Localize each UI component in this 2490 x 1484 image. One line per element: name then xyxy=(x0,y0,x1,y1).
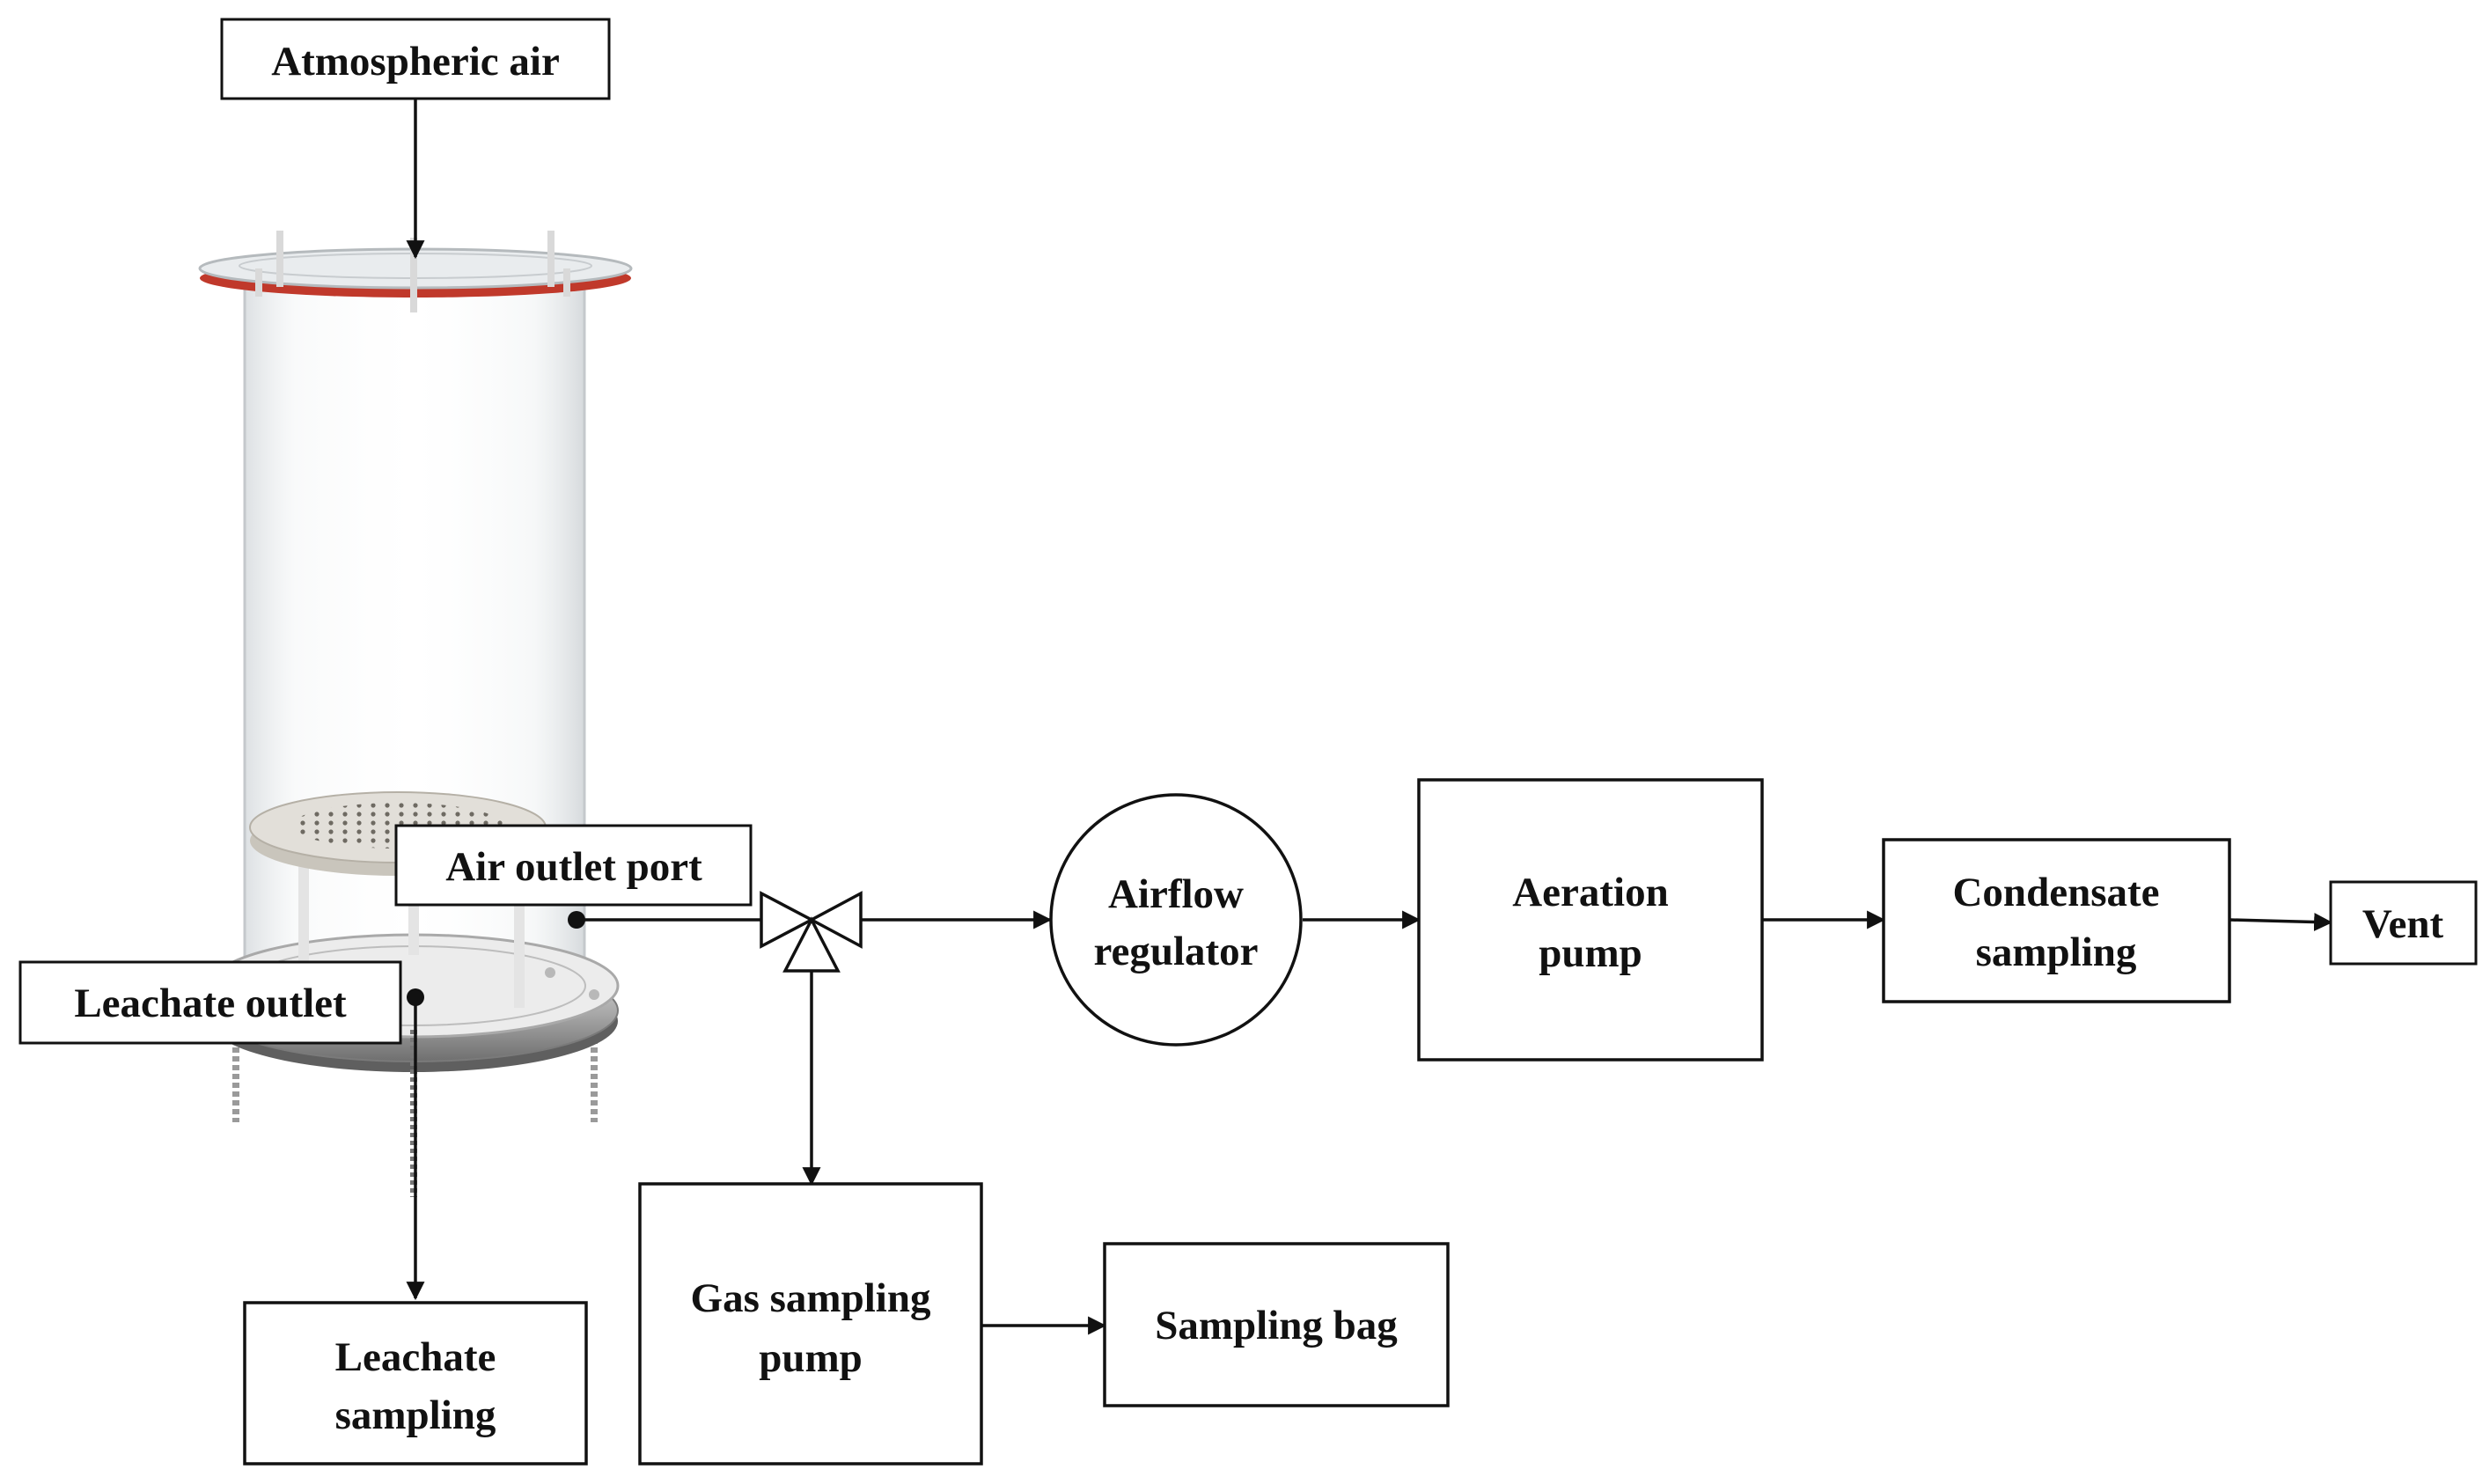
leachate-outlet-box: Leachate outlet xyxy=(18,960,402,1045)
connectors xyxy=(406,99,2333,1335)
sampling-bag-box: Sampling bag xyxy=(1103,1242,1450,1407)
aeration-pump-label-line1: Aeration xyxy=(1512,870,1669,915)
vent-box: Vent xyxy=(2329,880,2478,966)
leachate-sampling-box: Leachate sampling xyxy=(243,1301,588,1466)
condensate-sampling-label-line1: Condensate xyxy=(1952,870,2159,915)
condensate-sampling-box: Condensate sampling xyxy=(1882,838,2231,1003)
airflow-regulator-label-line1: Airflow xyxy=(1108,871,1244,917)
three-way-valve-icon xyxy=(760,891,863,973)
sampling-bag-label: Sampling bag xyxy=(1155,1303,1398,1348)
airflow-regulator-label-line2: regulator xyxy=(1093,929,1258,974)
gas-sampling-pump-label-line1: Gas sampling xyxy=(691,1275,931,1321)
reactor-lid xyxy=(198,231,633,312)
gas-sampling-pump-box: Gas sampling pump xyxy=(638,1182,983,1466)
vent-label: Vent xyxy=(2362,901,2444,947)
air-outlet-port-dot xyxy=(568,911,585,929)
arrow-condensate-to-vent xyxy=(2229,913,2333,932)
leachate-outlet-label: Leachate outlet xyxy=(74,981,347,1026)
leachate-outlet-dot xyxy=(407,988,424,1006)
leachate-sampling-label-line1: Leachate xyxy=(335,1334,496,1380)
atmospheric-air-label: Atmospheric air xyxy=(271,39,560,84)
condensate-sampling-label-line2: sampling xyxy=(1976,929,2137,975)
air-outlet-port-label: Air outlet port xyxy=(445,844,702,890)
aeration-pump-box: Aeration pump xyxy=(1417,778,1764,1062)
gas-sampling-pump-label-line2: pump xyxy=(759,1335,863,1381)
airflow-regulator-node: Airflow regulator xyxy=(1049,793,1303,1047)
atmospheric-air-box: Atmospheric air xyxy=(220,18,611,100)
air-outlet-port-box: Air outlet port xyxy=(394,824,753,907)
leachate-sampling-label-line2: sampling xyxy=(335,1392,496,1438)
aeration-pump-label-line2: pump xyxy=(1539,930,1642,976)
